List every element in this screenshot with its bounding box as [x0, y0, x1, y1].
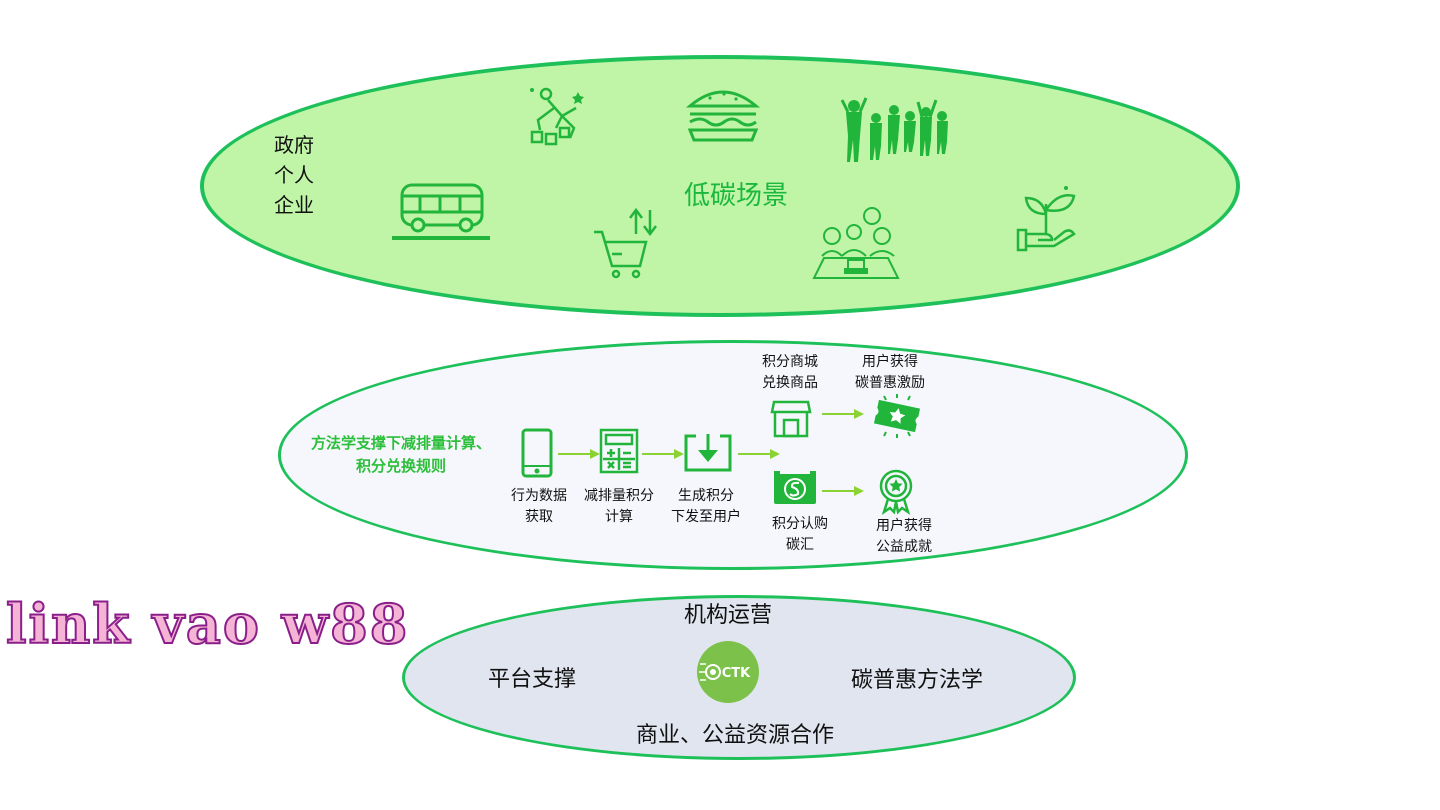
flow-arrow: [738, 449, 780, 459]
bus-icon: [392, 183, 490, 240]
flow-arrow: [822, 486, 864, 496]
step-caption-line: 生成积分: [678, 488, 734, 504]
medal-icon: [879, 469, 913, 515]
playing-child-icon: [530, 87, 584, 146]
meeting-icon: [812, 207, 900, 279]
flow-arrow: [822, 409, 864, 419]
methodology-note: 方法学支撑下减排量计算、 积分兑换规则: [296, 432, 506, 478]
methodology-line-2: 积分兑换规则: [355, 457, 446, 475]
carbon-sink-icon: [774, 471, 816, 504]
cooperation-label: 商业、公益资源合作: [636, 723, 835, 748]
step-caption-line: 计算: [605, 509, 633, 525]
flow-arrow: [642, 449, 684, 459]
process-ellipse: [278, 340, 1188, 570]
carbon-sink-caption: 积分认购 碳汇: [760, 514, 840, 556]
calculator-icon: [599, 428, 639, 474]
achievement-caption-line: 用户获得: [876, 518, 932, 534]
step-caption: 减排量积分 计算: [574, 486, 664, 528]
step-caption-line: 获取: [525, 509, 553, 525]
scene-title: 低碳场景: [684, 181, 789, 211]
carbon-sink-caption-line: 碳汇: [786, 537, 814, 553]
platform-label: 平台支撑: [488, 667, 577, 692]
burger-icon: [685, 90, 761, 142]
shop-caption: 积分商城 兑换商品: [748, 352, 832, 394]
step-caption: 生成积分 下发至用户: [660, 486, 752, 528]
achievement-caption: 用户获得 公益成就: [856, 516, 952, 558]
plant-hand-icon: [1016, 186, 1076, 252]
operation-label: 机构运营: [684, 603, 773, 628]
step-caption-line: 下发至用户: [671, 509, 741, 525]
carbon-sink-caption-line: 积分认购: [772, 516, 828, 532]
step-caption-line: 减排量积分: [584, 488, 654, 504]
incentive-caption-line: 碳普惠激励: [855, 375, 925, 391]
incentive-caption: 用户获得 碳普惠激励: [840, 352, 940, 394]
shop-caption-line: 兑换商品: [762, 375, 818, 391]
shop-icon: [770, 400, 812, 438]
shop-caption-line: 积分商城: [762, 354, 818, 370]
incentive-caption-line: 用户获得: [862, 354, 918, 370]
ctk-logo-text: CTK: [722, 666, 751, 681]
download-icon: [684, 434, 732, 472]
methodology-label: 碳普惠方法学: [851, 668, 984, 693]
actor-enterprise: 企业: [274, 193, 314, 217]
flow-arrow: [558, 449, 600, 459]
watermark-text: link vao w88: [5, 591, 410, 657]
step-caption-line: 行为数据: [511, 488, 567, 504]
methodology-line-1: 方法学支撑下减排量计算、: [310, 434, 491, 452]
phone-icon: [521, 428, 553, 478]
scenario-ellipse: [200, 55, 1240, 317]
ctk-logo: CTK: [697, 641, 759, 703]
crowd-icon: [840, 97, 948, 162]
step-caption: 行为数据 获取: [498, 486, 580, 528]
achievement-caption-line: 公益成就: [876, 539, 932, 555]
ticket-icon: [873, 394, 921, 438]
actor-individual: 个人: [274, 163, 314, 187]
shopping-cart-icon: [594, 207, 657, 279]
actor-list: 政府 个人 企业: [274, 130, 314, 220]
actor-government: 政府: [274, 133, 314, 157]
